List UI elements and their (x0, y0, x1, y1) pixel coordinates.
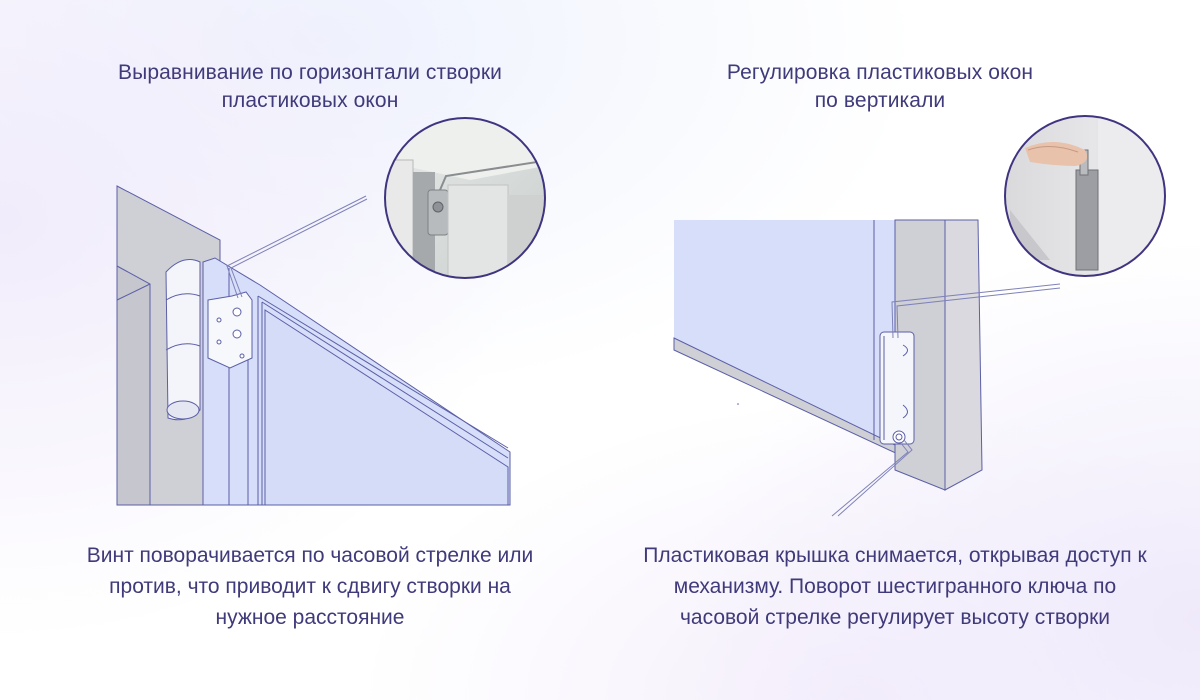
left-panel-title: Выравнивание по горизонтали створки плас… (40, 59, 580, 115)
left-hinge-barrel (165, 259, 201, 421)
right-hinge-cover (879, 331, 915, 445)
left-desc-line-2: против, что приводит к сдвигу створки на (109, 575, 511, 598)
left-hinge-plate (207, 291, 253, 369)
left-desc-line-3: нужное расстояние (215, 606, 405, 629)
left-panel-description: Винт поворачивается по часовой стрелке и… (30, 540, 590, 633)
right-hex-key-icon (831, 283, 1061, 517)
right-desc-line-3: часовой стрелке регулирует высоту створк… (679, 606, 1111, 629)
right-desc-line-2: механизму. Поворот шестигранного ключа п… (673, 575, 1117, 598)
right-title-line-2: по вертикали (814, 89, 946, 112)
left-window-diagram (116, 185, 511, 506)
right-frame-post-side (944, 219, 983, 491)
right-panel-description: Пластиковая крышка снимается, открывая д… (600, 540, 1190, 633)
right-desc-line-1: Пластиковая крышка снимается, открывая д… (643, 544, 1147, 567)
left-title-line-2: пластиковых окон (221, 89, 399, 112)
right-panel-title: Регулировка пластиковых окон по вертикал… (630, 59, 1130, 115)
left-title-line-1: Выравнивание по горизонтали створки (118, 61, 502, 84)
left-wall-recess (116, 265, 151, 506)
left-hex-key-icon (226, 195, 368, 299)
left-inset-photo (384, 117, 546, 279)
left-glass-pane (264, 309, 509, 506)
left-desc-line-1: Винт поворачивается по часовой стрелке и… (86, 544, 534, 567)
right-title-line-1: Регулировка пластиковых окон (726, 61, 1034, 84)
right-inset-photo (1004, 115, 1166, 277)
right-glass-pane (674, 220, 895, 445)
right-window-diagram (673, 219, 1061, 517)
